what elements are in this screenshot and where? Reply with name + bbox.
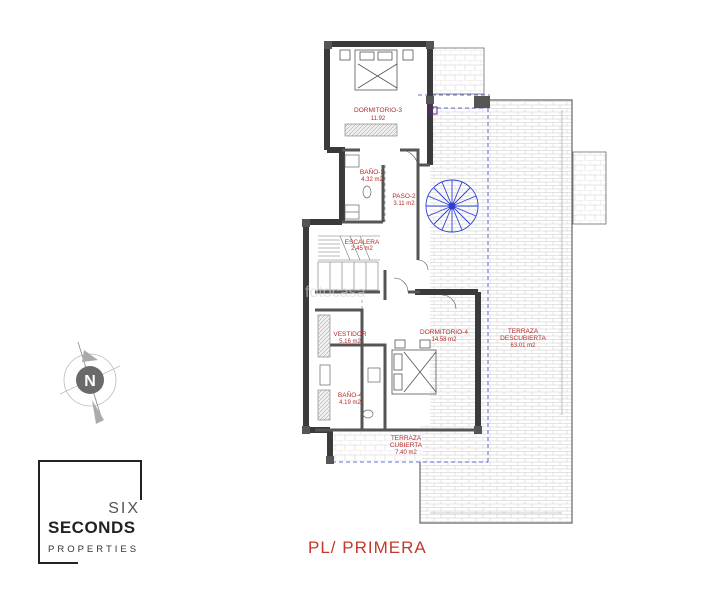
staircase bbox=[317, 235, 380, 291]
bed-dorm4 bbox=[391, 339, 437, 395]
terrace-tiles-bottom bbox=[420, 425, 572, 523]
logo-properties: PROPERTIES bbox=[48, 544, 140, 555]
doors bbox=[393, 149, 457, 310]
terraza-descubierta-label: TERRAZA bbox=[508, 328, 539, 335]
vent-box bbox=[429, 106, 438, 115]
compass-icon: N bbox=[59, 341, 121, 424]
company-logo: SIX SECONDS PROPERTIES bbox=[38, 460, 142, 564]
escalera-label: ESCALERA bbox=[345, 239, 380, 246]
paso-2-label: PASO-2 bbox=[392, 193, 416, 200]
wardrobe-vestidor bbox=[317, 314, 331, 358]
dormitorio-3-label: DORMITORIO-3 bbox=[354, 107, 402, 114]
pillars bbox=[302, 41, 490, 464]
bath4-fixtures bbox=[319, 364, 381, 419]
logo-six: SIX bbox=[108, 500, 140, 517]
vestidor-label: VESTIDOR bbox=[333, 331, 367, 338]
inner-walls bbox=[315, 148, 478, 432]
logo-frame-right bbox=[140, 460, 142, 500]
terraza-cubierta-label: TERRAZA bbox=[391, 435, 422, 442]
terrace-cubierta-floor bbox=[330, 428, 422, 462]
dormitorio-4-label: DORMITORIO-4 bbox=[420, 329, 468, 336]
walls bbox=[303, 41, 481, 462]
balcony-right bbox=[572, 151, 607, 225]
compass-letter: N bbox=[84, 373, 96, 390]
bano-3-label: BAÑO-3 bbox=[360, 167, 385, 176]
door-dashes bbox=[361, 165, 386, 345]
terraza-descubierta-label2: DESCUBIERTA bbox=[500, 335, 546, 342]
bano-4-area: 4.19 m2 bbox=[339, 400, 361, 406]
balcony-top bbox=[431, 47, 485, 95]
terrace-tiles-right bbox=[485, 100, 572, 425]
bath3-fixtures bbox=[344, 154, 372, 220]
bano-4-label: BAÑO-4 bbox=[338, 390, 363, 399]
logo-seconds: SECONDS bbox=[48, 518, 136, 537]
spiral-staircase bbox=[425, 179, 479, 233]
terraza-descubierta-area: 63.01 m2 bbox=[510, 343, 536, 349]
wardrobe-dorm3 bbox=[344, 123, 398, 137]
logo-frame-bottom bbox=[38, 562, 78, 564]
terraza-cubierta-label2: CUBIERTA bbox=[390, 442, 423, 449]
vestidor-area: 5.16 m2 bbox=[339, 339, 361, 345]
terraza-cubierta-area: 7.40 m2 bbox=[395, 450, 417, 456]
dashed-boundary bbox=[332, 94, 490, 463]
watermark: fotocasa bbox=[305, 284, 366, 301]
escalera-area: 2.45 m2 bbox=[351, 246, 373, 252]
dormitorio-4-area: 14.58 m2 bbox=[431, 337, 457, 343]
dormitorio-3-area: 11.92 bbox=[371, 116, 386, 122]
logo-frame bbox=[38, 460, 140, 562]
plan-title: PL/ PRIMERA bbox=[308, 538, 427, 557]
paso-2-area: 3.11 m2 bbox=[393, 201, 415, 207]
terrace-inner-line bbox=[430, 110, 563, 514]
bed-dorm3 bbox=[339, 49, 414, 91]
wardrobe-vestidor-2 bbox=[317, 389, 331, 421]
bano-3-area: 4.32 m2 bbox=[361, 177, 383, 183]
terrace-outline bbox=[419, 99, 573, 524]
